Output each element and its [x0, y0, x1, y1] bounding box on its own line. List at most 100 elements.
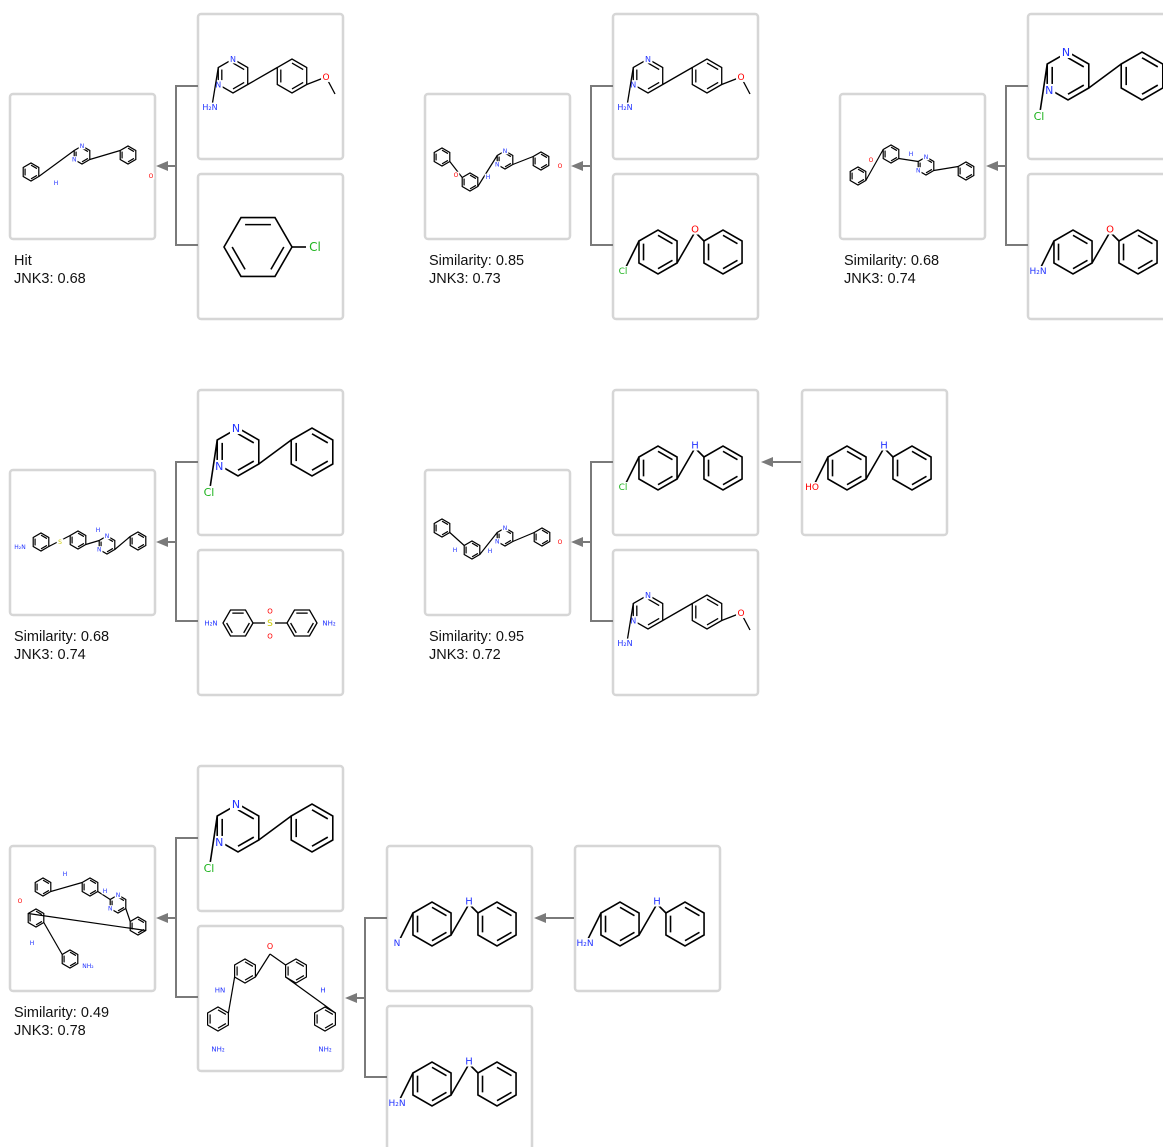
atom-label: N — [1062, 46, 1070, 59]
reaction-arrow — [571, 161, 591, 171]
atom-label: H — [691, 441, 699, 452]
atom-label: N — [105, 533, 110, 540]
reactant-box — [1026, 172, 1163, 321]
atom-label: O — [737, 73, 744, 83]
caption-hit: Hit JNK3: 0.68 — [14, 252, 86, 288]
atom-label: H — [486, 174, 491, 181]
atom-label: NH₂ — [318, 1045, 332, 1053]
atom-label: N — [215, 836, 223, 849]
reaction-arrow — [761, 457, 801, 467]
atom-label: NH₂ — [211, 1045, 225, 1053]
caption-score: JNK3: 0.74 — [844, 271, 916, 287]
atom-label: N — [108, 906, 113, 913]
atom-label: H — [453, 547, 458, 554]
product-molecule: NN O H H H NH₂ — [16, 870, 147, 970]
caption-result-4: Similarity: 0.68 JNK3: 0.74 — [14, 628, 109, 664]
atom-label: O — [149, 173, 154, 180]
aminodiphenyl-ether-molecule: O H₂N — [1029, 223, 1158, 277]
atom-label: N — [645, 55, 651, 64]
atom-label: S — [267, 619, 273, 629]
atom-label: H — [30, 940, 35, 947]
atom-label: H — [103, 888, 108, 895]
reaction-arrow — [986, 161, 1006, 171]
reaction-arrow — [156, 161, 176, 171]
reactant-bracket — [175, 85, 198, 246]
atom-label: N — [215, 80, 221, 89]
caption-result-2: Similarity: 0.85 JNK3: 0.73 — [429, 252, 524, 288]
atom-label: H — [465, 1057, 473, 1068]
reaction-arrow — [345, 993, 365, 1003]
atom-label: H₂N — [617, 639, 632, 648]
atom-label: H — [880, 441, 888, 452]
atom-label: O — [18, 898, 23, 905]
caption-score: JNK3: 0.68 — [14, 271, 86, 287]
atom-label: O — [1106, 225, 1114, 236]
chlorodiphenyl-ether-molecule: O Cl — [618, 223, 743, 277]
atom-label: Cl — [204, 862, 215, 875]
atom-label: NH₂ — [82, 963, 94, 970]
atom-label: N — [924, 154, 929, 161]
caption-label: Similarity: 0.85 — [429, 253, 525, 269]
atom-label: N — [495, 162, 500, 169]
caption-label: Similarity: 0.68 — [844, 253, 940, 269]
hydroxydiphenylamine-molecule: H HO — [805, 439, 932, 493]
atom-label: N — [80, 143, 85, 150]
atom-label: Cl — [309, 240, 321, 254]
atom-label: N — [1045, 84, 1053, 97]
atom-label: N — [630, 80, 636, 89]
caption-label: Similarity: 0.95 — [429, 629, 525, 645]
atom-label: N — [72, 157, 77, 164]
atom-label: O — [267, 942, 273, 951]
caption-label: Hit — [14, 253, 32, 269]
atom-label: NH₂ — [322, 619, 336, 627]
atom-label: S — [58, 539, 62, 546]
caption-label: Similarity: 0.68 — [14, 629, 110, 645]
atom-label: HO — [805, 483, 819, 493]
atom-label: H — [63, 871, 68, 878]
atom-label: N — [394, 939, 401, 949]
atom-label: O — [691, 225, 699, 236]
atom-label: Cl — [619, 267, 628, 277]
atom-label: N — [503, 525, 508, 532]
caption-score: JNK3: 0.72 — [429, 647, 501, 663]
atom-label: O — [267, 632, 273, 640]
atom-label: H₂N — [1029, 267, 1046, 277]
atom-label: H — [488, 548, 493, 555]
reactant-bracket — [590, 85, 613, 246]
atom-label: N — [232, 798, 240, 811]
atom-label: N — [116, 892, 121, 899]
atom-label: O — [454, 172, 459, 179]
reaction-arrow — [156, 913, 176, 923]
atom-label: H₂N — [388, 1099, 405, 1109]
atom-label: O — [267, 607, 273, 615]
product-box — [8, 468, 157, 617]
atom-label: O — [558, 163, 563, 170]
atom-label: Cl — [1034, 110, 1045, 123]
product-box-hit — [8, 92, 157, 241]
atom-label: N — [215, 460, 223, 473]
aminophenyl-chloroaniline-molecule: H H₂N — [388, 1055, 517, 1109]
atom-label: H — [653, 897, 661, 908]
reactant-bracket — [175, 461, 198, 622]
atom-label: O — [558, 539, 563, 546]
atom-label: Cl — [619, 483, 628, 493]
atom-label: N — [495, 539, 500, 546]
atom-label: H — [465, 897, 473, 908]
atom-label: H — [96, 527, 101, 534]
reactant-box — [611, 548, 760, 697]
atom-label: N — [232, 422, 240, 435]
atom-label: Cl — [204, 486, 215, 499]
atom-label: N — [645, 591, 651, 600]
atom-label: H — [320, 986, 325, 994]
atom-label: H₂N — [202, 103, 217, 112]
atom-label: H — [909, 151, 914, 158]
